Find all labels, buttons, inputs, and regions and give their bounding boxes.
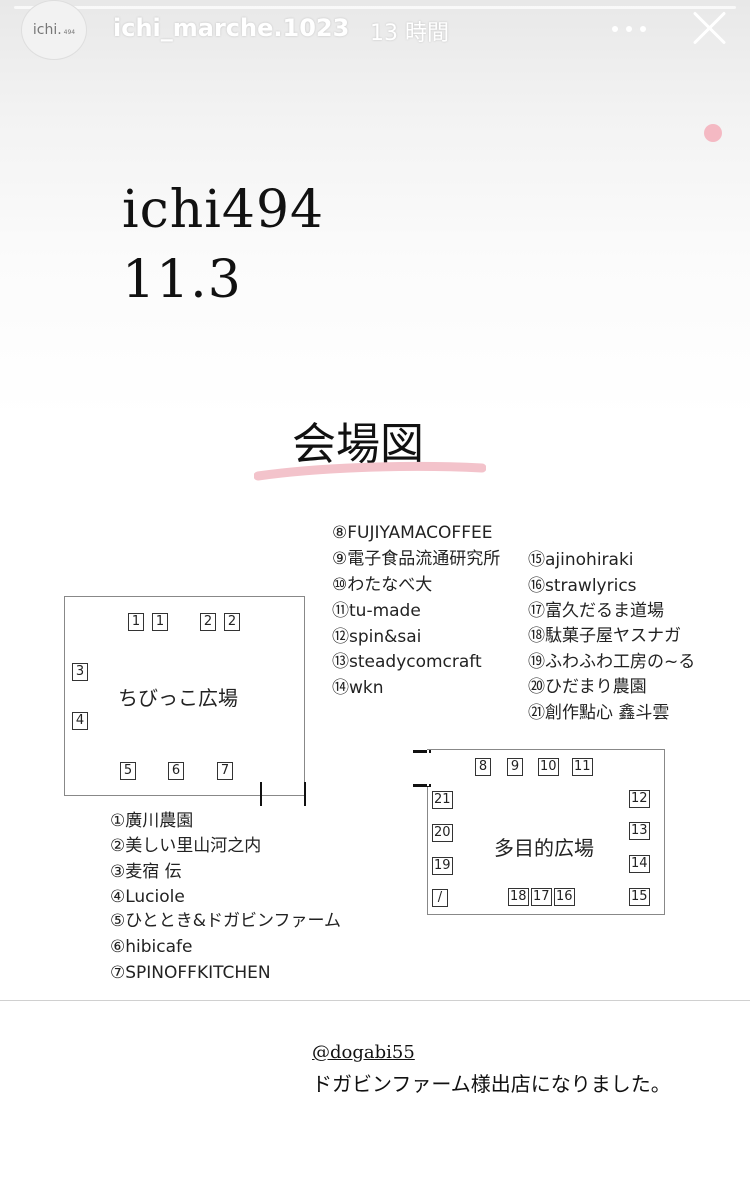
- area-tamokuteki-label: 多目的広場: [494, 836, 594, 860]
- booth-marker: 16: [554, 888, 575, 906]
- entrance-marker: [304, 782, 306, 806]
- close-icon[interactable]: [688, 6, 732, 50]
- legend-item: ⑭wkn: [332, 678, 384, 698]
- poster-date: 11.3: [122, 250, 242, 310]
- story-header: ichi.494 ichi_marche.1023 13 時間: [0, 0, 750, 60]
- legend-item: ④Luciole: [110, 887, 185, 907]
- caption-text: ドガビンファーム様出店になりました。: [312, 1072, 671, 1096]
- entrance-marker: [260, 782, 262, 806]
- booth-marker: 20: [432, 824, 453, 842]
- avatar-subtext: 494: [63, 28, 76, 36]
- legend-item: ⑰富久だるま道場: [528, 601, 664, 621]
- legend-item: ㉑創作點心 鑫斗雲: [528, 703, 670, 723]
- booth-marker: 21: [432, 791, 453, 809]
- avatar[interactable]: ichi.494: [21, 0, 87, 60]
- booth-marker: 7: [217, 762, 233, 780]
- entrance-gap: [427, 750, 429, 786]
- poster-title: ichi494: [122, 180, 325, 240]
- booth-marker: 10: [538, 758, 559, 776]
- legend-item: ①廣川農園: [110, 811, 194, 831]
- legend-item: ⑤ひととき&ドガビンファーム: [110, 911, 341, 931]
- booth-marker: 5: [120, 762, 136, 780]
- more-dots-icon[interactable]: [612, 18, 648, 38]
- legend-item: ⑦SPINOFFKITCHEN: [110, 963, 271, 983]
- legend-item: ⑨電子食品流通研究所: [332, 549, 501, 569]
- area-tamokuteki-hiroba: [427, 749, 665, 915]
- legend-item: ⑳ひだまり農園: [528, 677, 647, 697]
- legend-item: ③麦宿 伝: [110, 862, 182, 882]
- booth-marker: 14: [629, 855, 650, 873]
- booth-marker: /: [432, 889, 448, 907]
- booth-marker: 6: [168, 762, 184, 780]
- legend-item: ⑥hibicafe: [110, 937, 193, 957]
- area-chibikko-hiroba: [64, 596, 305, 796]
- legend-item: ⑮ajinohiraki: [528, 550, 634, 570]
- venue-map-heading: 会場図: [292, 419, 424, 470]
- story-username[interactable]: ichi_marche.1023: [113, 14, 350, 42]
- story-progress-bar: [14, 6, 736, 9]
- booth-marker: 15: [629, 888, 650, 906]
- legend-item: ⑩わたなべ大: [332, 575, 433, 595]
- booth-marker: 1: [152, 613, 168, 631]
- booth-marker: 8: [475, 758, 491, 776]
- area-chibikko-label: ちびっこ広場: [118, 686, 238, 710]
- legend-item: ⑯strawlyrics: [528, 576, 637, 596]
- entrance-marker: [413, 784, 431, 787]
- legend-item: ⑪tu-made: [332, 601, 421, 621]
- booth-marker: 13: [629, 822, 650, 840]
- booth-marker: 4: [72, 712, 88, 730]
- booth-marker: 1: [128, 613, 144, 631]
- entrance-marker: [413, 750, 431, 753]
- legend-item: ⑫spin&sai: [332, 627, 422, 647]
- legend-item: ⑬steadycomcraft: [332, 652, 482, 672]
- legend-item: ②美しい里山河之内: [110, 836, 262, 856]
- legend-item: ⑧FUJIYAMACOFFEE: [332, 523, 493, 543]
- booth-marker: 17: [531, 888, 552, 906]
- legend-item: ⑲ふわふわ工房の~る: [528, 652, 696, 672]
- caption-mention-link[interactable]: @dogabi55: [312, 1042, 415, 1063]
- booth-marker: 2: [224, 613, 240, 631]
- booth-marker: 12: [629, 790, 650, 808]
- booth-marker: 2: [200, 613, 216, 631]
- story-timestamp: 13 時間: [370, 21, 449, 46]
- booth-marker: 9: [507, 758, 523, 776]
- booth-marker: 3: [72, 663, 88, 681]
- pink-dot-decoration: [704, 124, 722, 142]
- booth-marker: 19: [432, 857, 453, 875]
- booth-marker: 18: [508, 888, 529, 906]
- legend-item: ⑱駄菓子屋ヤスナガ: [528, 626, 681, 646]
- avatar-text: ichi.: [32, 22, 62, 38]
- booth-marker: 11: [572, 758, 593, 776]
- map-bottom-divider: [0, 1000, 750, 1001]
- pink-brush-stroke: [254, 461, 486, 481]
